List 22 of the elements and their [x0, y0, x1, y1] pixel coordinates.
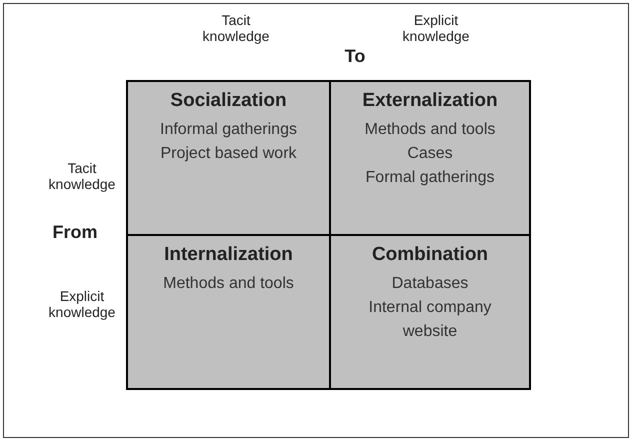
list-item: Databases	[392, 274, 468, 294]
quadrant-cell	[126, 234, 331, 390]
quadrant-heading: Combination	[372, 244, 488, 266]
quadrant-cell	[126, 80, 331, 236]
quadrant-heading: Socialization	[170, 90, 287, 112]
axis-label: Explicit knowledge	[402, 12, 470, 44]
quadrant-heading: Externalization	[362, 90, 498, 112]
axis-title: From	[52, 224, 98, 240]
list-item: Formal gatherings	[366, 168, 494, 188]
list-item: Methods and tools	[364, 120, 496, 140]
list-item: Project based work	[160, 144, 297, 164]
quadrant-cell	[329, 80, 531, 236]
list-item: Informal gatherings	[160, 120, 297, 140]
list-item: Cases	[407, 144, 453, 164]
axis-label: Tacit knowledge	[202, 12, 270, 44]
axis-title: To	[344, 48, 366, 64]
list-item: Methods and tools	[163, 274, 294, 294]
quadrant-cell	[329, 234, 531, 390]
axis-label: Tacit knowledge	[48, 160, 116, 192]
quadrant-heading: Internalization	[164, 244, 293, 266]
list-item: Internal company website	[368, 298, 492, 342]
axis-label: Explicit knowledge	[48, 288, 116, 320]
